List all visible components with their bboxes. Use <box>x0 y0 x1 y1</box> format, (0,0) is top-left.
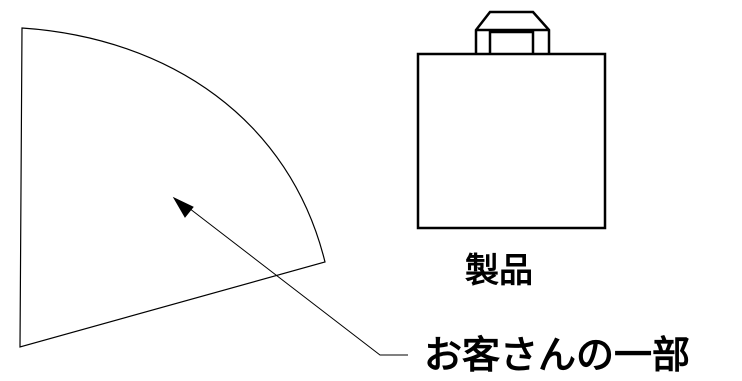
bag-handle-outer <box>474 10 551 54</box>
product-bag-icon <box>416 10 607 230</box>
product-label: 製品 <box>465 251 533 291</box>
bag-body <box>416 52 607 230</box>
customer-sector-shape <box>19 27 326 348</box>
customer-label: お客さんの一部 <box>424 333 690 377</box>
customer-leader-line <box>184 204 408 356</box>
customer-arrowhead <box>172 196 194 218</box>
bag-handle-inner <box>488 30 535 54</box>
